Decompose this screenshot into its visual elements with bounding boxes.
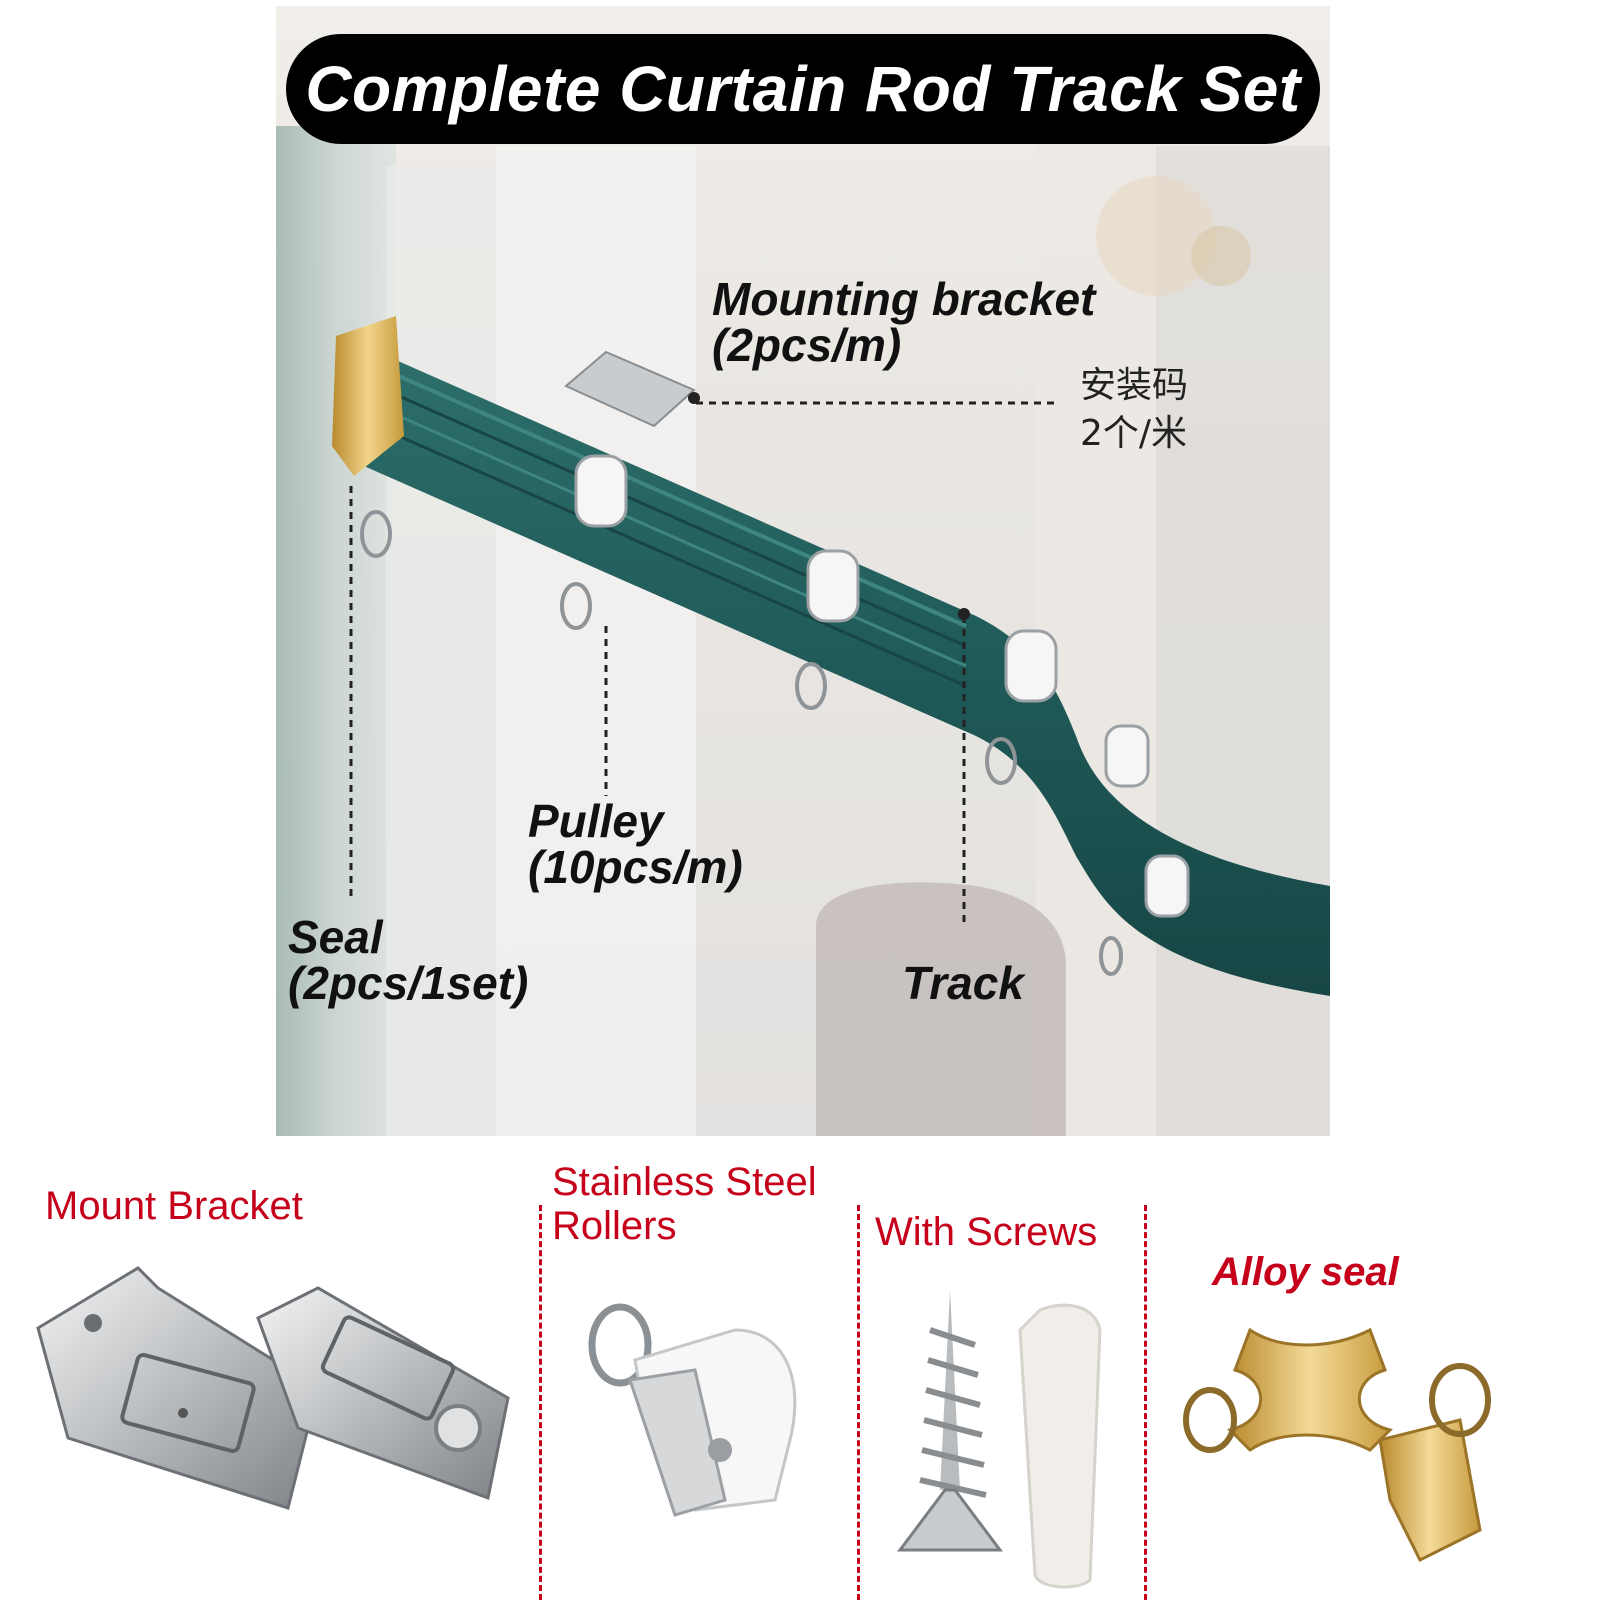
screws-caption: With Screws	[875, 1210, 1098, 1254]
mount-bracket-caption: Mount Bracket	[45, 1184, 303, 1228]
mounting-bracket-label: Mounting bracket (2pcs/m)	[712, 273, 1096, 371]
curtain-track-illustration	[276, 126, 1330, 1136]
divider	[539, 1205, 542, 1600]
screws-image	[897, 1290, 1102, 1589]
divider	[857, 1205, 860, 1600]
mount-bracket-image	[36, 1266, 510, 1510]
roller-image	[588, 1303, 797, 1517]
alloy-seal-image	[1183, 1327, 1491, 1563]
rollers-caption: Stainless Steel Rollers	[552, 1160, 817, 1248]
title-banner: Complete Curtain Rod Track Set	[286, 34, 1320, 144]
alloy-seal-caption: Alloy seal	[1212, 1250, 1399, 1294]
page-title: Complete Curtain Rod Track Set	[305, 53, 1301, 125]
mounting-bracket-chinese-label: 安装码 2个/米	[1080, 365, 1189, 454]
product-photo: Complete Curtain Rod Track Set Mounting …	[276, 6, 1330, 1136]
pulley-label: Pulley (10pcs/m)	[528, 795, 743, 893]
track-label: Track	[902, 957, 1024, 1009]
divider	[1144, 1205, 1147, 1600]
seal-label: Seal (2pcs/1set)	[288, 911, 529, 1009]
